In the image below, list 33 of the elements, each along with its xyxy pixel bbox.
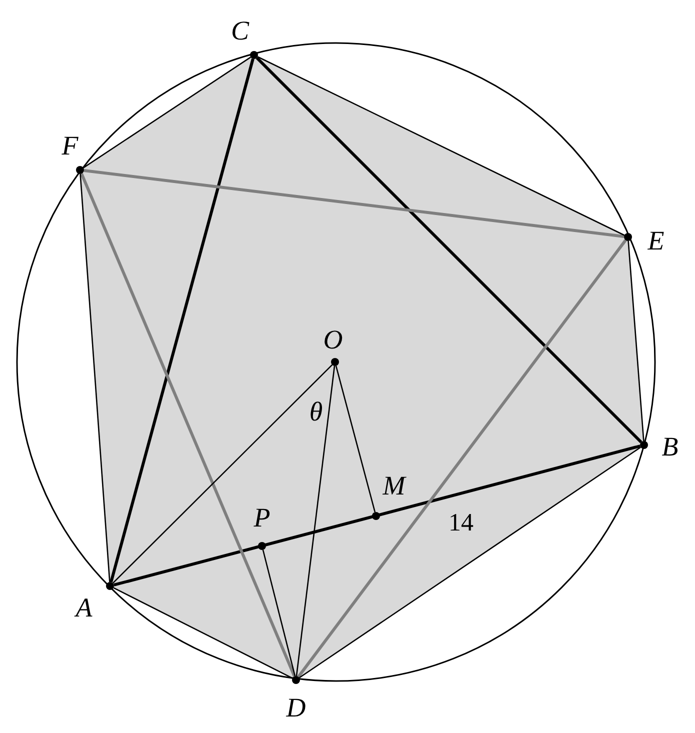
line-segment <box>112 364 333 584</box>
line-segment <box>628 240 644 442</box>
line-segment <box>82 56 252 168</box>
point-dot <box>624 233 632 241</box>
point-dot <box>640 441 648 449</box>
point-dot <box>106 582 114 590</box>
line-segment <box>256 56 642 444</box>
point-label: M <box>382 472 406 500</box>
line-segment <box>262 550 296 676</box>
line-segment <box>113 587 293 679</box>
line-segment <box>110 58 254 583</box>
angle-label: θ <box>309 398 323 426</box>
point-label: D <box>286 694 306 722</box>
point-label: E <box>648 228 664 254</box>
point-label: A <box>76 594 92 622</box>
line-segment <box>113 444 641 586</box>
line-segment <box>84 169 624 238</box>
line-segment <box>298 446 642 678</box>
point-label: B <box>662 434 678 460</box>
line-segment <box>80 173 296 677</box>
point-dot <box>250 51 258 59</box>
point-dot <box>76 166 84 174</box>
line-segment <box>257 56 625 236</box>
point-label: P <box>254 504 270 532</box>
line-segment <box>80 174 110 582</box>
length-label: 14 <box>448 510 474 536</box>
point-label: C <box>231 18 249 44</box>
line-segment <box>297 239 627 678</box>
line-segment <box>335 366 376 512</box>
point-label: O <box>323 326 343 354</box>
line-segment <box>296 366 336 676</box>
point-label: F <box>62 132 78 160</box>
point-dot <box>292 676 300 684</box>
